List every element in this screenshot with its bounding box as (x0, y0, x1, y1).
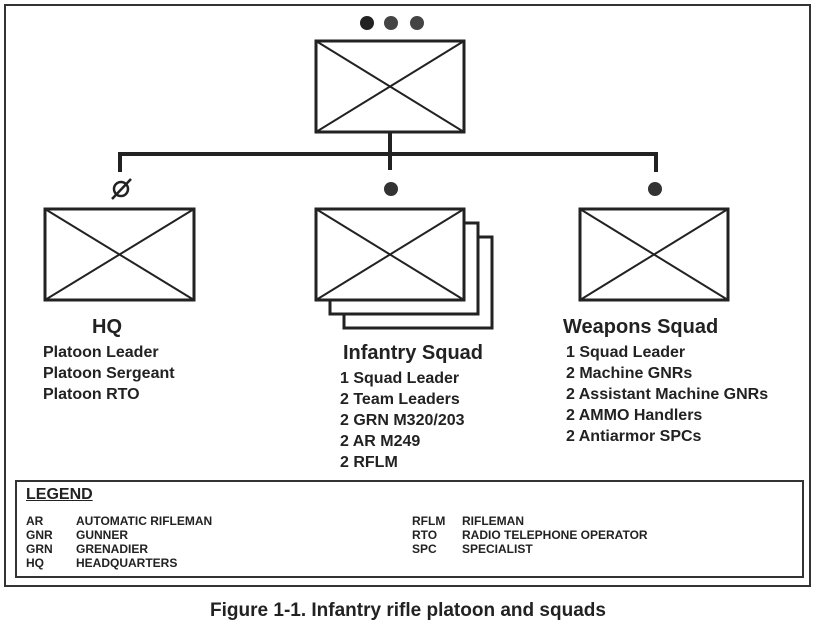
figure-caption: Figure 1-1. Infantry rifle platoon and s… (210, 600, 606, 621)
legend-abbr: GRN (26, 542, 53, 556)
hq-roster-line: Platoon Sergeant (43, 365, 175, 382)
legend-definition: SPECIALIST (462, 542, 533, 556)
legend-abbr: HQ (26, 556, 44, 570)
weapons-squad-title: Weapons Squad (563, 316, 719, 338)
weapons-squad-roster-line: 1 Squad Leader (566, 344, 686, 361)
legend-definition: HEADQUARTERS (76, 556, 178, 570)
hq-unit-symbol (43, 207, 196, 302)
squad-echelon-dot (648, 182, 662, 196)
legend-definition: RADIO TELEPHONE OPERATOR (462, 528, 648, 542)
platoon-echelon-dot (360, 16, 374, 30)
infantry-squad-roster-line: 2 GRN M320/203 (340, 412, 465, 429)
weapons-squad-unit-symbol (578, 207, 730, 302)
weapons-squad-roster: 1 Squad Leader 2 Machine GNRs 2 Assistan… (566, 342, 768, 447)
legend-definition: GUNNER (76, 528, 129, 542)
infantry-squad-title: Infantry Squad (343, 342, 484, 364)
infantry-squad-roster-line: 2 RFLM (340, 454, 398, 471)
legend-abbr: RFLM (412, 514, 446, 528)
infantry-squad-roster-line: 2 AR M249 (340, 433, 421, 450)
connector-lines (118, 132, 658, 172)
hq-roster-line: Platoon RTO (43, 386, 140, 403)
legend-definition: AUTOMATIC RIFLEMAN (76, 514, 213, 528)
legend-abbr: AR (26, 514, 44, 528)
infantry-squad-roster-line: 1 Squad Leader (340, 370, 460, 387)
platoon-echelon-dot (410, 16, 424, 30)
hq-roster: Platoon Leader Platoon Sergeant Platoon … (43, 342, 175, 405)
weapons-squad-roster-line: 2 Machine GNRs (566, 365, 693, 382)
legend-definition: GRENADIER (76, 542, 149, 556)
squad-echelon-dot (384, 182, 398, 196)
infantry-squad-roster: 1 Squad Leader 2 Team Leaders 2 GRN M320… (340, 368, 465, 473)
section-echelon-icon (111, 178, 132, 200)
hq-roster-line: Platoon Leader (43, 344, 159, 361)
figure-frame (4, 4, 811, 587)
legend-definition: RIFLEMAN (462, 514, 524, 528)
platoon-echelon-dot (384, 16, 398, 30)
hq-title: HQ (92, 316, 122, 338)
weapons-squad-roster-line: 2 Antiarmor SPCs (566, 428, 702, 445)
org-chart (43, 16, 730, 330)
legend-abbr: GNR (26, 528, 53, 542)
weapons-squad-roster-line: 2 AMMO Handlers (566, 407, 703, 424)
infantry-squad-roster-line: 2 Team Leaders (340, 391, 460, 408)
infantry-squad-unit-symbol (314, 207, 494, 330)
platoon-unit-symbol (314, 39, 466, 134)
legend-abbr: RTO (412, 528, 438, 542)
legend-box: LEGEND AR AUTOMATIC RIFLEMAN GNR GUNNER … (15, 480, 804, 578)
legend-title: LEGEND (26, 486, 93, 503)
legend-abbr: SPC (412, 542, 437, 556)
weapons-squad-roster-line: 2 Assistant Machine GNRs (566, 386, 769, 403)
